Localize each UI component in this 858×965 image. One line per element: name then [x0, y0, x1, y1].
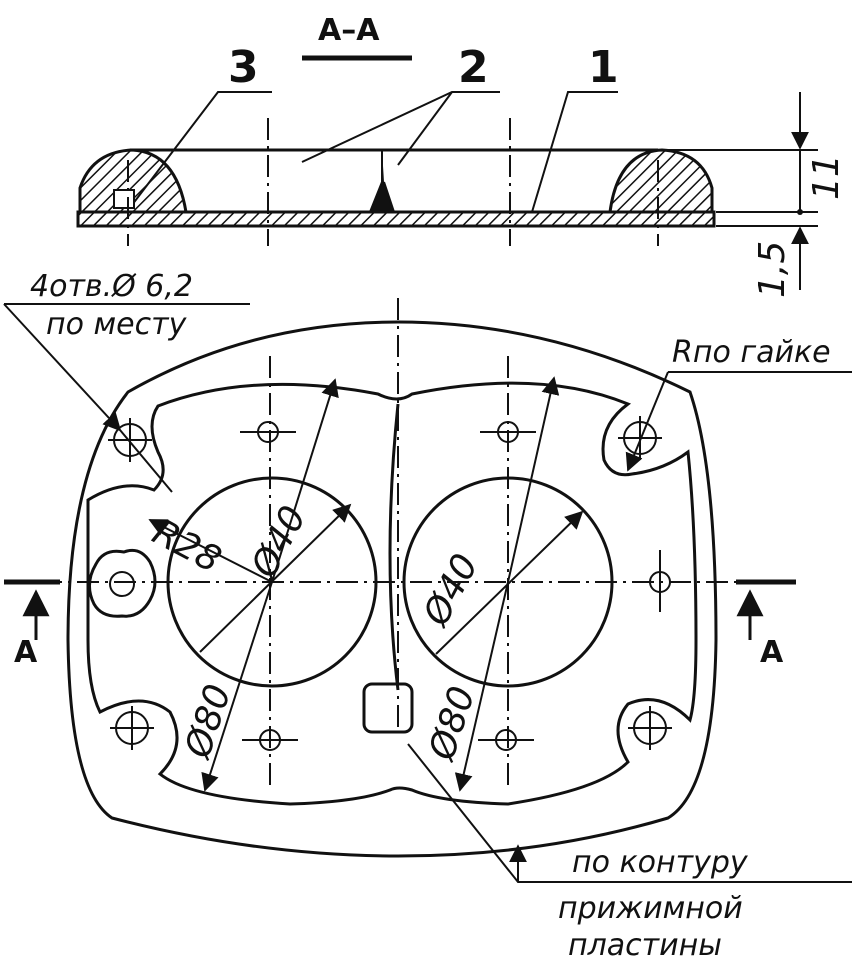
holes-note-leader	[3, 303, 122, 432]
holes-note-line1: 4отв.Ø 6,2	[30, 269, 193, 304]
section-mark-left: A	[14, 635, 38, 670]
section-view: A–A 3 2 1 11 1,5	[76, 13, 847, 298]
base-plate	[76, 210, 716, 228]
dim-phi80-left-line-b	[201, 581, 273, 792]
part-number-2: 2	[458, 42, 489, 93]
center-split	[388, 403, 400, 691]
part-number-1: 1	[588, 42, 619, 93]
mount-hole-tl	[108, 418, 152, 462]
marking-hole-4	[478, 729, 534, 751]
holes-note-line2: по месту	[46, 307, 188, 342]
center-spike	[368, 150, 396, 213]
holes-note-leader-2	[119, 429, 173, 493]
dim-phi40-right-line	[435, 510, 584, 655]
part-number-3: 3	[228, 42, 259, 93]
dim-r28-line	[148, 519, 273, 583]
dia80-left-label: Ø80	[177, 680, 240, 765]
marking-hole-5	[649, 550, 671, 612]
dim-dot	[797, 209, 803, 215]
marking-hole-3	[242, 729, 298, 751]
contour-note-line3: пластины	[568, 928, 722, 963]
mount-hole-bl	[110, 706, 154, 750]
nut-note-leader	[625, 371, 669, 472]
ring-right	[608, 148, 714, 214]
leader-part-1	[531, 91, 618, 213]
nut-radius-note: Rпо гайке	[672, 335, 831, 370]
section-mark-right: A	[760, 635, 784, 670]
dim-thickness-label: 11	[806, 154, 847, 200]
mount-hole-br	[628, 706, 672, 750]
nut-boss	[88, 548, 157, 618]
outer-contour	[66, 320, 718, 858]
center-block	[362, 682, 414, 734]
leader-part-2b	[397, 91, 453, 166]
ring-left	[78, 148, 188, 214]
dim-phi80-right-line	[507, 376, 560, 583]
marking-hole-2	[480, 421, 536, 443]
contour-note-line1: по контуру	[572, 845, 749, 880]
dim-phi40-left-line	[199, 503, 352, 653]
section-title: A–A	[318, 13, 380, 48]
dim-phi80-right-line-b	[454, 581, 509, 792]
contour-note-line2: прижимной	[558, 891, 743, 926]
marking-hole-1	[240, 421, 296, 443]
opening-left	[166, 476, 378, 688]
dim-plate-label: 1,5	[752, 241, 793, 298]
bolt-square	[113, 189, 135, 209]
dia80-right-label: Ø80	[421, 682, 484, 767]
radius-label: R28	[146, 512, 228, 581]
dia40-right-label: Ø40	[415, 548, 487, 634]
dim-phi80-left-line	[271, 378, 339, 583]
plan-view: A A	[3, 269, 852, 963]
inner-contour	[86, 381, 698, 806]
